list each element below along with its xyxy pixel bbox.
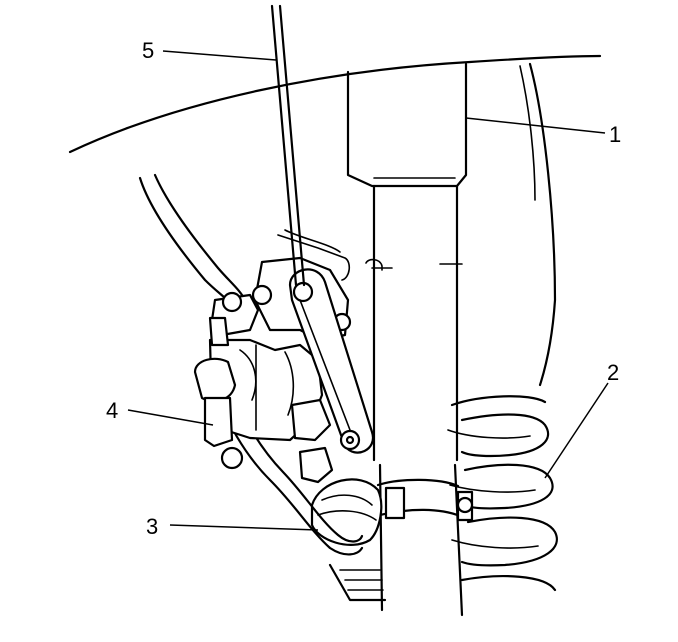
callout-label-5: 5 [142, 38, 154, 63]
strut-tube [372, 184, 459, 462]
leader-5 [162, 50, 277, 61]
wire-rod [270, 4, 306, 287]
ball-joint-boot [310, 478, 383, 546]
strut-tower-outline [528, 62, 557, 387]
callout-label-2: 2 [607, 360, 619, 385]
brake-caliper [193, 291, 334, 484]
leader-3 [169, 524, 319, 531]
callout-label-3: 3 [146, 514, 158, 539]
sensor-cable [138, 176, 237, 312]
leader-4 [127, 409, 214, 426]
leader-1 [465, 117, 606, 134]
strut-tower-inner [519, 65, 536, 201]
leader-2 [544, 382, 609, 479]
callout-label-1: 1 [609, 122, 621, 147]
callout-label-4: 4 [106, 398, 118, 423]
stabilizer-link [288, 268, 375, 454]
strut-upper-body [346, 62, 468, 188]
fender-arch [68, 54, 602, 154]
steering-knuckle [328, 463, 474, 617]
